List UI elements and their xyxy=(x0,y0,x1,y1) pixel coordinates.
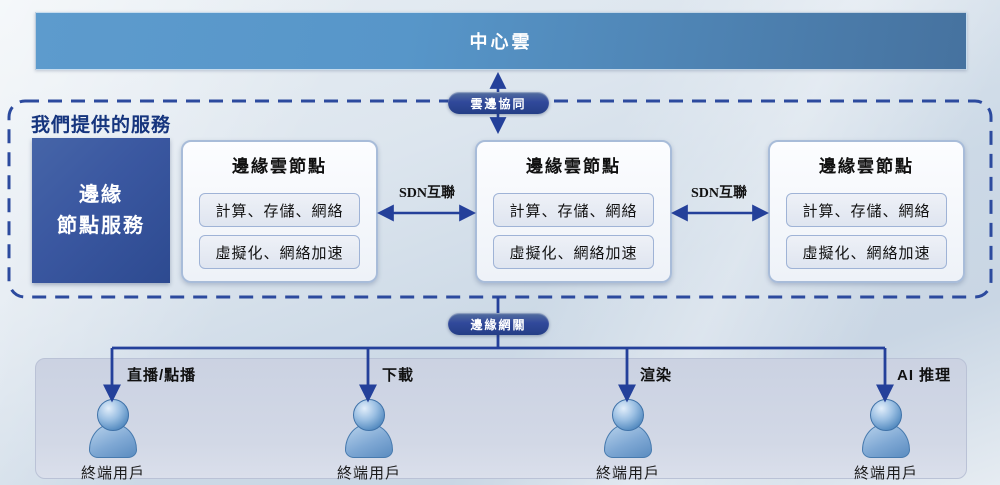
node-row-compute: 計算、存儲、網絡 xyxy=(786,193,947,227)
node-row-virtualization: 虛擬化、網絡加速 xyxy=(493,235,654,269)
node-row-compute: 計算、存儲、網絡 xyxy=(493,193,654,227)
edge-cloud-node-2: 邊緣雲節點 計算、存儲、網絡 虛擬化、網絡加速 xyxy=(475,140,672,283)
end-users-band: 直播/點播 下載 渲染 AI 推理 終端用戶 終端用戶 終端用戶 終端用戶 xyxy=(35,358,967,482)
end-user-figure-2: 終端用戶 xyxy=(329,399,409,483)
use-case-label-ai-inference: AI 推理 xyxy=(897,367,952,384)
side-panel-line2: 節點服務 xyxy=(57,214,145,237)
sdn-link-label-2: SDN互聯 xyxy=(690,186,747,201)
use-case-label-rendering: 渲染 xyxy=(640,367,673,384)
end-user-figure-4: 終端用戶 xyxy=(846,399,926,483)
end-user-label: 終端用戶 xyxy=(853,466,918,482)
central-cloud-banner: 中心雲 xyxy=(35,12,967,70)
person-head-icon xyxy=(97,399,129,431)
person-head-icon xyxy=(612,399,644,431)
edge-cloud-node-3: 邊緣雲節點 計算、存儲、網絡 虛擬化、網絡加速 xyxy=(768,140,965,283)
end-user-label: 終端用戶 xyxy=(336,466,401,482)
edge-cloud-node-1: 邊緣雲節點 計算、存儲、網絡 虛擬化、網絡加速 xyxy=(181,140,378,283)
use-case-label-download: 下載 xyxy=(382,367,415,384)
node-row-compute: 計算、存儲、網絡 xyxy=(199,193,360,227)
node-row-virtualization: 虛擬化、網絡加速 xyxy=(199,235,360,269)
end-user-label: 終端用戶 xyxy=(80,466,145,482)
central-cloud-label: 中心雲 xyxy=(469,32,533,52)
person-head-icon xyxy=(870,399,902,431)
sdn-link-label-1: SDN互聯 xyxy=(398,186,455,201)
node-title: 邊緣雲節點 xyxy=(819,157,914,176)
node-row-virtualization: 虛擬化、網絡加速 xyxy=(786,235,947,269)
cloud-edge-sync-badge: 雲邊協同 xyxy=(448,92,549,114)
edge-node-services-panel: 邊緣 節點服務 xyxy=(32,138,170,283)
node-title: 邊緣雲節點 xyxy=(232,157,327,176)
use-case-label-live-vod: 直播/點播 xyxy=(127,367,197,384)
edge-gateway-badge: 邊緣網關 xyxy=(448,313,549,335)
end-user-figure-3: 終端用戶 xyxy=(588,399,668,483)
services-container-label: 我們提供的服務 xyxy=(31,115,172,136)
end-user-figure-1: 終端用戶 xyxy=(73,399,153,483)
side-panel-line1: 邊緣 xyxy=(79,183,123,206)
person-head-icon xyxy=(353,399,385,431)
node-title: 邊緣雲節點 xyxy=(526,157,621,176)
end-user-label: 終端用戶 xyxy=(595,466,660,482)
